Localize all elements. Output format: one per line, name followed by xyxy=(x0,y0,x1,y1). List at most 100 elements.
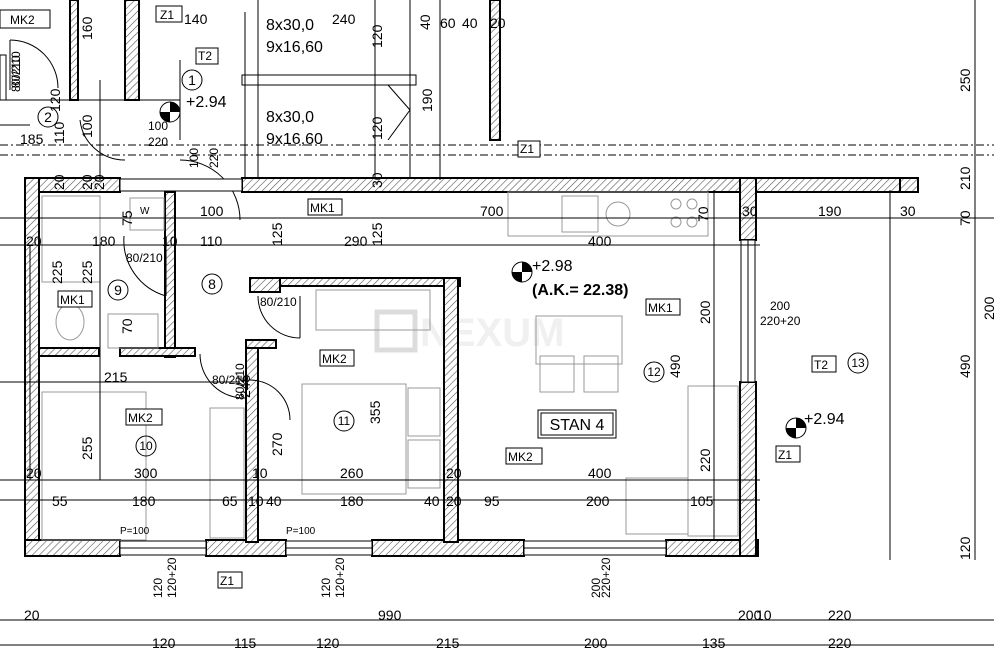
dim-label: 120 xyxy=(369,24,385,48)
kitchen-counter xyxy=(507,191,709,237)
window-size: 120+20 xyxy=(333,557,347,598)
dim-label: 110 xyxy=(51,121,67,144)
dim-label: 200 xyxy=(981,296,994,320)
apartment-label: STAN 4 xyxy=(537,409,617,439)
dim-label: 20 xyxy=(24,607,40,623)
toilet xyxy=(55,303,85,341)
window-labels: 100 220 120 120+20 120 120+20 200 220+20… xyxy=(151,148,801,598)
tag-z1: Z1 xyxy=(520,142,534,156)
room-number: 9 xyxy=(114,282,122,298)
dim-label: 40 xyxy=(424,493,440,509)
dim-label: 105 xyxy=(690,493,714,509)
dim-label: 180 xyxy=(340,493,364,509)
dim-label: 160 xyxy=(79,16,95,40)
dim-label: 10 xyxy=(252,465,268,481)
dim-label: 355 xyxy=(367,400,383,424)
dim-label: 200 xyxy=(697,300,713,324)
dim-label: 110 xyxy=(200,233,223,249)
dim-label: 95 xyxy=(484,493,500,509)
dim-label: 225 xyxy=(49,260,65,284)
dim-label: 220 xyxy=(828,635,852,651)
dim-label: 300 xyxy=(134,465,158,481)
room-number: 1 xyxy=(188,72,196,88)
dim-label: 180 xyxy=(92,233,116,249)
dim-label: 10 xyxy=(248,493,264,509)
room-number: 11 xyxy=(338,414,351,428)
dim-label: 40 xyxy=(462,15,478,31)
dim-label: 30 xyxy=(369,172,385,188)
dim-label: 210 xyxy=(957,166,973,190)
dims-row-2: 20 990 200 10 220 xyxy=(24,607,852,623)
staircase xyxy=(241,0,417,180)
door-size: 80/210 xyxy=(233,363,247,400)
dim-label: 490 xyxy=(957,354,973,378)
dining-table xyxy=(535,315,623,365)
dim-label: 200 xyxy=(584,635,608,651)
furniture xyxy=(41,191,739,541)
dim-label: 100 xyxy=(200,203,224,219)
dim-label: 400 xyxy=(588,233,612,249)
tag-w: W xyxy=(140,206,150,217)
dim-label: 125 xyxy=(269,222,285,246)
level-value-top: +2.94 xyxy=(186,94,227,111)
dim-label: 70 xyxy=(957,210,973,226)
dim-label: 30 xyxy=(742,203,758,219)
room-number: 8 xyxy=(208,276,216,292)
tag-mk2: MK2 xyxy=(128,411,153,425)
door-size: 80/210 xyxy=(212,373,249,387)
dim-label: 10 xyxy=(162,233,178,249)
window-size: 120 xyxy=(151,578,165,598)
room-number: 12 xyxy=(647,365,661,379)
tag-t2: T2 xyxy=(198,49,212,63)
material-tags: MK2 Z1 T2 Z1 MK1 MK1 MK1 MK2 MK2 MK2 T2 … xyxy=(0,5,837,589)
stair-label: 9x16,60 xyxy=(266,39,323,56)
dim-label: 100 xyxy=(148,119,168,133)
dim-label: 240 xyxy=(332,11,356,27)
dim-label: 20 xyxy=(446,493,462,509)
dims-row-1: 55 180 65 10 40 180 40 20 95 200 105 xyxy=(52,493,714,509)
door-size: 80/210 xyxy=(260,295,297,309)
tag-mk1: MK1 xyxy=(310,201,335,215)
dim-label: 990 xyxy=(378,607,402,623)
dim-label: 20 xyxy=(79,174,95,190)
wall-segment xyxy=(489,0,501,141)
room-number: 10 xyxy=(139,439,153,453)
dim-label: 490 xyxy=(667,354,683,378)
window-size: 120+20 xyxy=(165,557,179,598)
dim-label: 115 xyxy=(234,635,257,651)
room-numbers: 1 2 8 9 10 11 12 13 xyxy=(37,69,869,457)
wall-segment xyxy=(69,0,79,101)
stair-label: 8x30,0 xyxy=(266,109,314,126)
dim-label: 200 xyxy=(586,493,610,509)
dim-label: 225 xyxy=(79,260,95,284)
tag-mk1: MK1 xyxy=(60,293,85,307)
level-value-main: +2.98 xyxy=(532,258,573,275)
dim-label: 290 xyxy=(344,233,368,249)
dims-left: 185 110 100 20 20 160 80/210 120 220 100… xyxy=(9,16,168,190)
window-size: 120 xyxy=(319,578,333,598)
dim-label: 70 xyxy=(119,318,135,334)
dim-label: 20 xyxy=(51,174,67,190)
dim-label: 80/210 xyxy=(9,55,23,92)
dim-label: 70 xyxy=(695,206,711,222)
stair-label: 9x16,60 xyxy=(266,131,323,148)
dim-label: 255 xyxy=(79,436,95,460)
door-size: 80/210 xyxy=(126,251,163,265)
dim-label: 120 xyxy=(316,635,340,651)
dim-label: 60 xyxy=(440,15,456,31)
dim-label: 120 xyxy=(369,116,385,140)
level-marker: +2.94 xyxy=(785,411,845,439)
dim-label: 220 xyxy=(828,607,852,623)
watermark-text: NEXUM xyxy=(420,311,564,355)
dim-label: 100 xyxy=(79,114,95,138)
absolute-height: (A.K.= 22.38) xyxy=(532,282,628,299)
tag-p100: P=100 xyxy=(120,526,150,537)
dim-label: 260 xyxy=(340,465,364,481)
tag-mk1: MK1 xyxy=(648,301,673,315)
dim-label: 20 xyxy=(91,174,107,190)
dim-label: 270 xyxy=(269,432,285,456)
tag-mk2: MK2 xyxy=(10,13,35,27)
dim-label: 120 xyxy=(47,88,63,112)
dim-label: 20 xyxy=(26,233,42,249)
dim-label: 215 xyxy=(436,635,460,651)
